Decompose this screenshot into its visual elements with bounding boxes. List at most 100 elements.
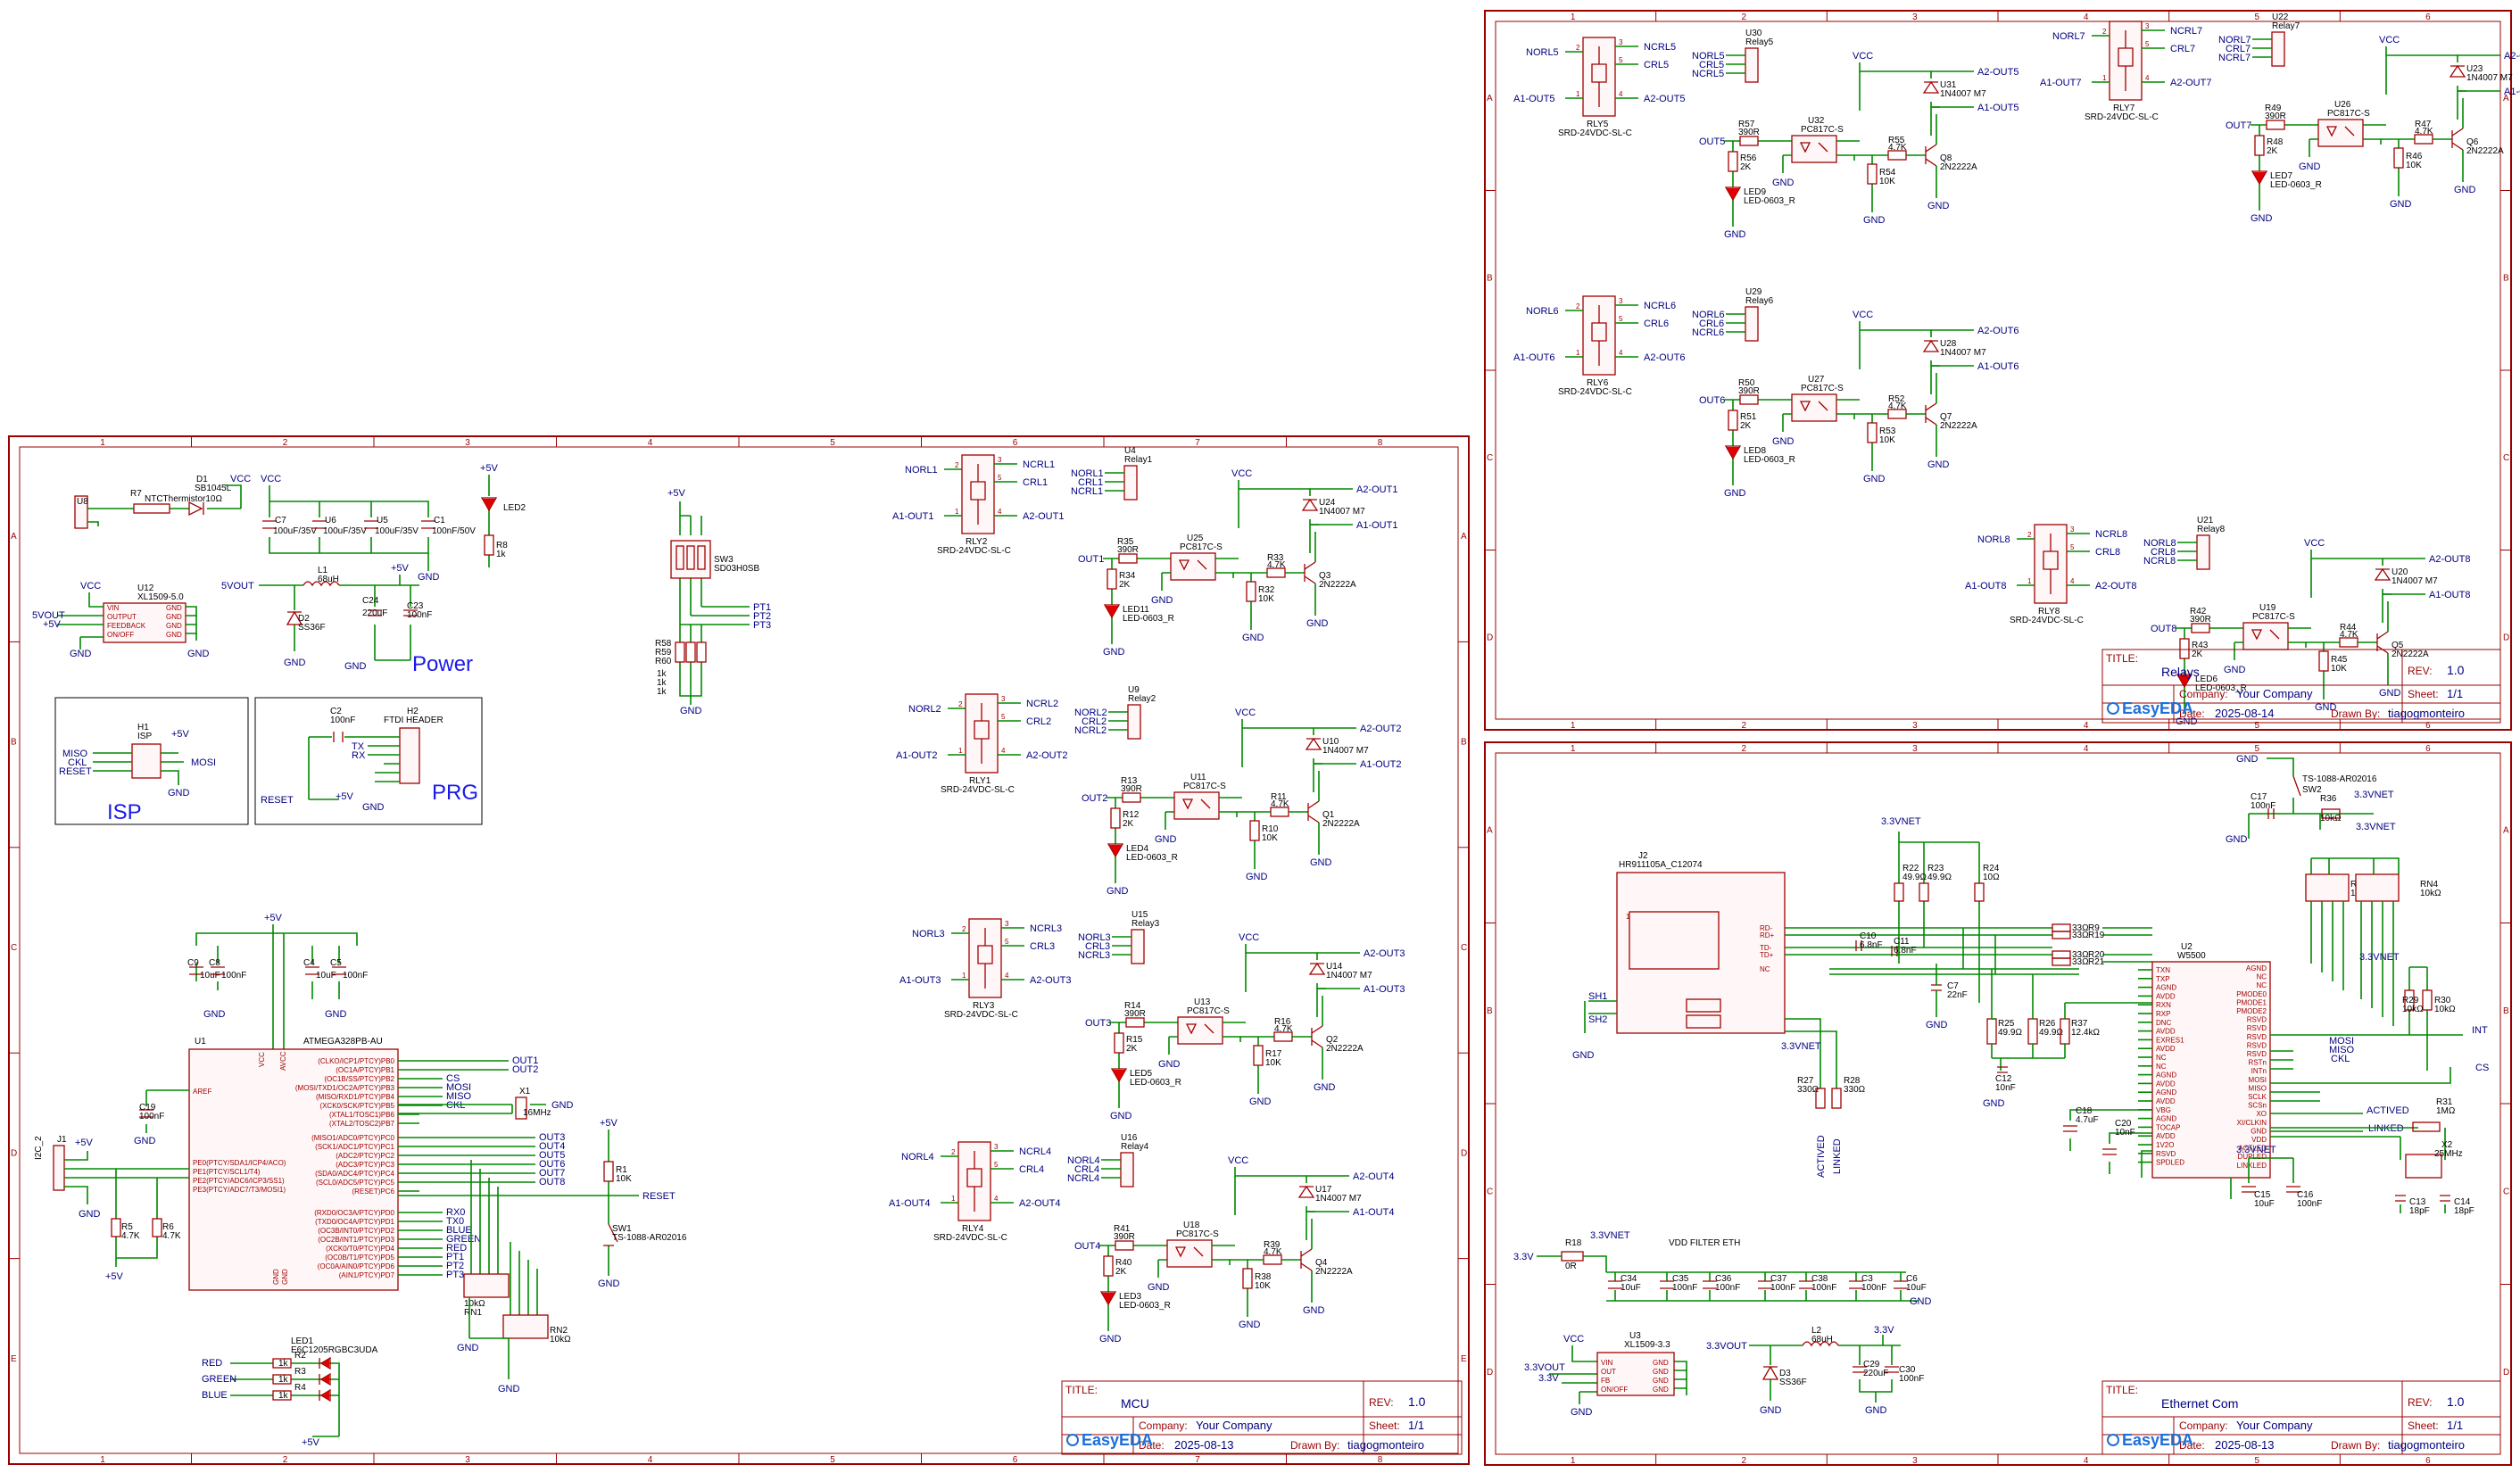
relay-r-pd-val: 10K xyxy=(1262,833,1278,843)
w5500-pin-left: AGND xyxy=(2156,1072,2176,1080)
relay-net-norl: NORL8 xyxy=(1977,534,2010,545)
svg-text:A: A xyxy=(11,532,17,542)
relay-net-crl: CRL4 xyxy=(1019,1164,1044,1175)
mcu-net-cs: CS xyxy=(446,1073,460,1084)
relay-net-a2out: A2-OUT6 xyxy=(1644,352,1685,363)
rgb-res-ref: R2 xyxy=(294,1351,306,1361)
relay-input-net: OUT3 xyxy=(1085,1018,1111,1029)
mcu-pin-right: (XCK0/SCK/PTCY)PB5 xyxy=(319,1102,394,1110)
relay-net-crl: CRL5 xyxy=(1644,60,1669,70)
power-cap-val: 100uF/35V xyxy=(375,526,419,536)
rn2-ref: RN2 xyxy=(550,1326,568,1336)
relay-r-pd-val: 10K xyxy=(1879,177,1895,186)
relay-r-pd-val: 10K xyxy=(1265,1058,1281,1068)
svg-text:3: 3 xyxy=(2145,22,2150,30)
relay-gnd-led: GND xyxy=(1724,229,1746,240)
power-cap-ref: U6 xyxy=(325,516,336,525)
mcu-cap-val: 10uF xyxy=(200,971,220,981)
u12-part: XL1509-5.0 xyxy=(137,592,184,602)
d3-part: SS36F xyxy=(1779,1378,1807,1387)
relay-net-ncrl: NCRL7 xyxy=(2170,26,2202,37)
x2-crystal xyxy=(2405,1154,2442,1179)
power-section: U8 R7 NTCThermistor10Ω D1 SB1045L VCC VC… xyxy=(32,463,526,676)
relay-connector xyxy=(1127,704,1141,740)
mcu-net-tx0: TX0 xyxy=(446,1216,464,1227)
relay-connector xyxy=(1131,929,1145,964)
relay-diode-part: 1N4007 M7 xyxy=(2466,73,2513,83)
mcu-pin-left: PE1(PTCY/SCL1/T4) xyxy=(193,1168,261,1176)
filter-cap-val: 10uF xyxy=(1621,1283,1641,1293)
h2-header xyxy=(399,727,420,784)
relay-q-ref: Q3 xyxy=(1319,571,1331,581)
svg-text:1: 1 xyxy=(951,1195,956,1203)
eth-pullup-val: 49.9Ω xyxy=(1902,873,1927,882)
w5500-chip xyxy=(2151,961,2271,1179)
relay-blocks: RLY2SRD-24VDC-SL-CNORL1A1-OUT121354NCRL1… xyxy=(889,12,2520,1345)
relay-q-part: 2N2222A xyxy=(1940,421,1977,431)
relay-r-led-ref: R48 xyxy=(2267,137,2284,147)
c2-val: 100nF xyxy=(330,716,355,725)
relay-q-ref: Q1 xyxy=(1322,810,1335,820)
relay-r-led xyxy=(1103,1255,1114,1277)
relay-net-a1out: A1-OUT4 xyxy=(889,1198,930,1209)
relay-conn-ncrl: NCRL3 xyxy=(1078,950,1110,961)
mcu-pin-right: (MISO/RXD1/PTCY)PB4 xyxy=(316,1093,395,1101)
relay-input-net: OUT4 xyxy=(1074,1241,1100,1252)
x1-val: 16MHz xyxy=(523,1108,551,1118)
eth-series-val: 33Ω xyxy=(2072,957,2089,967)
isp-section: H1 ISP MISO CKL RESET MOSI +5V GND ISP xyxy=(54,697,249,825)
relay-diode-ref: U23 xyxy=(2466,64,2483,74)
mcu-net-green: GREEN xyxy=(446,1234,481,1245)
relay-r-b-ref: R33 xyxy=(1267,553,1284,563)
r36-val: 10kΩ xyxy=(2320,814,2342,823)
eth-series-ref: R19 xyxy=(2088,931,2105,940)
relay-opto-part: PC817C-S xyxy=(1180,542,1223,552)
w5500-pin-right: RSTn xyxy=(2249,1059,2267,1067)
relay-conn-ncrl: NCRL2 xyxy=(1074,725,1107,736)
j2-rj45 xyxy=(1616,872,1786,1034)
svg-text:6: 6 xyxy=(2425,744,2431,754)
relay-r-in-ref: R50 xyxy=(1738,378,1755,388)
eth-pullup-ref: R23 xyxy=(1927,864,1944,873)
relay-r-led xyxy=(1110,807,1121,829)
isp-net-mosi: MOSI xyxy=(191,757,216,768)
relay-r-pd xyxy=(2393,147,2404,169)
svg-text:2: 2 xyxy=(283,438,288,448)
mcu-pin-left: PE3(PTCY/ADC7/T3/MOSI1) xyxy=(193,1186,286,1194)
svg-text:5: 5 xyxy=(1005,938,1009,946)
u3-33vout-in: 3.3VOUT xyxy=(1524,1362,1565,1373)
relay-a1out-right: A1-OUT5 xyxy=(1977,103,2018,113)
relay-q-ref: Q4 xyxy=(1315,1258,1328,1268)
relay-optocoupler xyxy=(1173,791,1220,820)
w5500-pin-right: MOSI xyxy=(2249,1076,2267,1084)
w5500-pin-right: AGND xyxy=(2246,964,2267,972)
svg-text:4: 4 xyxy=(1619,349,1623,357)
eth-pullup-ref: R24 xyxy=(1983,864,2000,873)
relay-r-led-ref: R34 xyxy=(1119,571,1136,581)
svg-text:3: 3 xyxy=(998,456,1002,464)
svg-text:1: 1 xyxy=(1571,1456,1576,1466)
relay-led-ref: LED3 xyxy=(1119,1292,1141,1302)
eth-pulldown-val: 49.9Ω xyxy=(2039,1028,2063,1038)
relay-a1out-right: A1-OUT3 xyxy=(1364,984,1405,995)
relay-r-b-val: 4.7K xyxy=(1264,1247,1282,1257)
mcu-net-out2: OUT2 xyxy=(512,1064,538,1075)
svg-text:5: 5 xyxy=(1619,56,1623,64)
u12-pin-right: GND xyxy=(166,622,182,630)
sheet-value: 1/1 xyxy=(2447,687,2463,700)
w5500-pin-right: XI/CLKIN xyxy=(2237,1119,2267,1127)
relay-diode-part: 1N4007 M7 xyxy=(1940,89,1986,99)
relay-net-crl: CRL7 xyxy=(2170,44,2195,54)
relay-r-b-val: 4.7K xyxy=(2415,127,2433,137)
prg-net-reset: RESET xyxy=(261,795,294,806)
gnd-net-u12: GND xyxy=(70,649,92,659)
svg-text:C: C xyxy=(2503,1187,2509,1196)
r7-thermistor xyxy=(133,503,170,514)
relay-r-in-val: 390R xyxy=(2190,615,2211,625)
svg-text:4: 4 xyxy=(2084,12,2089,22)
j1-p5v-bottom: +5V xyxy=(105,1271,124,1282)
w5500-pin-right: PMODE1 xyxy=(2236,998,2267,1006)
relay-r-in-ref: R35 xyxy=(1117,537,1134,547)
w5500-pin-left: TXP xyxy=(2156,975,2170,983)
d1-diode xyxy=(188,501,204,517)
